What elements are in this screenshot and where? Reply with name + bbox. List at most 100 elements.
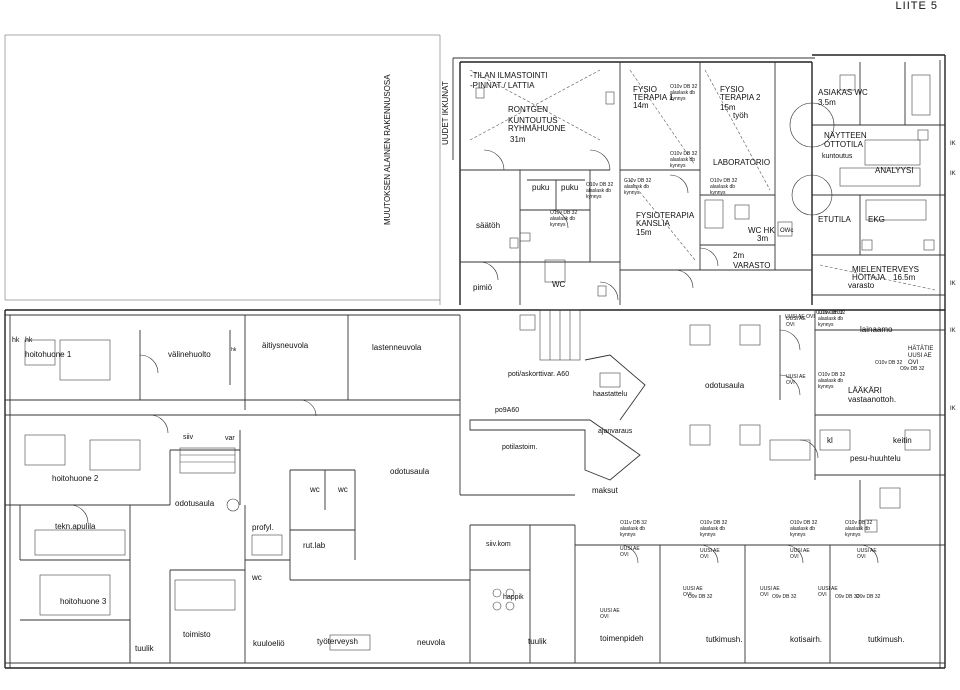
room-analyysi: ANALYYSI xyxy=(875,166,914,175)
ik-mark: IK xyxy=(950,171,956,177)
room-asiakas-2: 3.5m xyxy=(818,98,836,107)
upper-block-rooms xyxy=(460,62,812,305)
right-wing-rooms xyxy=(789,62,945,296)
room-asiakas-1: ASIAKAS WC xyxy=(818,88,868,97)
room-wc-2: wc xyxy=(337,485,348,494)
room-hoitohuone-1: hoitohuone 1 xyxy=(25,350,72,359)
room-odotusaula-left: odotusaula xyxy=(175,499,215,508)
room-wchk-1: WC HK xyxy=(748,226,775,235)
room-tutkimush-2: tutkimush. xyxy=(868,635,904,644)
room-fysio1-2: TERAPIA 1 xyxy=(633,93,674,102)
room-lainaamo: lainaamo xyxy=(860,325,893,334)
room-saatoh: säätöh xyxy=(476,221,500,230)
room-profyl: profyl. xyxy=(252,523,274,532)
room-valinehuolto: välinehuolto xyxy=(168,350,211,359)
room-hataetie-1: HÄTÄTIE xyxy=(908,345,933,352)
room-fysio1-3: 14m xyxy=(633,101,649,110)
room-kuuloel: kuuloeliö xyxy=(253,639,285,648)
door-note-o10v: O10v DB 32 xyxy=(816,310,843,316)
room-ajanvaraus: ajanvaraus xyxy=(598,428,633,435)
room-koti: kotisairh. xyxy=(790,635,822,644)
room-hataetie-3: OVI xyxy=(908,360,919,366)
room-tuulik-1: tuulik xyxy=(135,644,155,653)
room-varasto-2: VARASTO xyxy=(733,261,771,270)
room-pimio: pimiö xyxy=(473,283,493,292)
room-lastenneuvola: lastenneuvola xyxy=(372,343,422,352)
room-po9a60: po9A60 xyxy=(495,407,519,414)
room-var: var xyxy=(225,435,235,442)
room-happik: happik xyxy=(503,594,524,601)
door-note: O9v DB 32 xyxy=(688,594,713,600)
vertical-labels: MUUTOKSEN ALAINEN RAKENNUSOSA UUDET IKKU… xyxy=(383,74,450,225)
room-fysio2-1: FYSIO xyxy=(720,85,744,94)
room-keitin: keitin xyxy=(893,436,912,445)
edge-marks: IK IK IK IK IK xyxy=(950,141,956,412)
room-fysio1-1: FYSIO xyxy=(633,85,657,94)
room-laakari-2: vastaanottoh. xyxy=(848,395,896,404)
room-tekn: tekn.apulila xyxy=(55,522,96,531)
room-hoitohuone-2: hoitohuone 2 xyxy=(52,474,99,483)
room-siivkom: siiv.kom xyxy=(486,541,511,548)
room-toimisto: toimisto xyxy=(183,630,211,639)
ducts-label: MUUTOKSEN ALAINEN RAKENNUSOSA xyxy=(383,74,392,225)
room-mielenterveys-4: varasto xyxy=(848,281,875,290)
room-wc-top: WC xyxy=(552,280,566,289)
room-hk-2: hk xyxy=(25,337,33,344)
room-kl: kl xyxy=(827,436,833,445)
room-puku-1: puku xyxy=(532,183,549,192)
room-pesu: pesu-huuhtelu xyxy=(850,454,901,463)
room-siiv: siiv xyxy=(183,434,194,441)
room-fysio2-3: 15m xyxy=(720,103,736,112)
ik-mark: IK xyxy=(950,328,956,334)
room-hoitohuone-3: hoitohuone 3 xyxy=(60,597,107,606)
room-fysio2-4: työh xyxy=(733,111,748,120)
room-potilastoim: potilastoim. xyxy=(502,444,537,451)
page-label: LIITE 5 xyxy=(895,0,938,12)
door-note: O9v DB 32 xyxy=(835,594,860,600)
room-fysioterapia-3: 15m xyxy=(636,228,652,237)
room-hataetie-2: UUSI AE xyxy=(908,353,932,359)
room-neuvola: neuvola xyxy=(417,638,446,647)
room-varasto-1: 2m xyxy=(733,251,744,260)
room-aitiys: äitiysneuvola xyxy=(262,341,309,350)
air-note-1: -TILAN ILMASTOINTI xyxy=(470,71,548,80)
room-laboratorio: LABORATORIO xyxy=(713,158,770,167)
room-kuntoutus-3: 31m xyxy=(510,135,526,144)
room-fysioterapia-1: FYSIOTERAPIA xyxy=(636,211,695,220)
door-note: O9v DB 32 xyxy=(772,594,797,600)
air-note-2: -PINNAT / LATTIA xyxy=(470,81,535,90)
room-hk-1: hk xyxy=(12,337,20,344)
room-mielenterveys-3: 16.5m xyxy=(893,273,916,282)
room-fysio2-2: TERAPIA 2 xyxy=(720,93,761,102)
room-naytteen-1: NÄYTTEEN xyxy=(824,131,867,140)
windows-label: UUDET IKKUNAT xyxy=(441,81,450,145)
room-rutlab: rut.lab xyxy=(303,541,326,550)
door-note-o9v: O9v DB 32 xyxy=(900,366,925,372)
room-maksut: maksut xyxy=(592,486,619,495)
room-kuntoutus-2: RYHMÄHUONE xyxy=(508,124,566,133)
room-kuntoutus-small: kuntoutus xyxy=(822,153,853,160)
room-tutkimush-1: tutkimush. xyxy=(706,635,742,644)
room-haastattelu: haastattelu xyxy=(593,391,627,398)
room-wchk-2: 3m xyxy=(757,234,768,243)
room-etutila: ETUTILA xyxy=(818,215,852,224)
door-swings xyxy=(69,149,879,564)
room-hk-side: hk xyxy=(231,347,237,353)
room-mielenterveys-1: MIELENTERVEYS xyxy=(852,265,919,274)
door-note-uusi: UUSI AE OVI xyxy=(785,314,815,320)
